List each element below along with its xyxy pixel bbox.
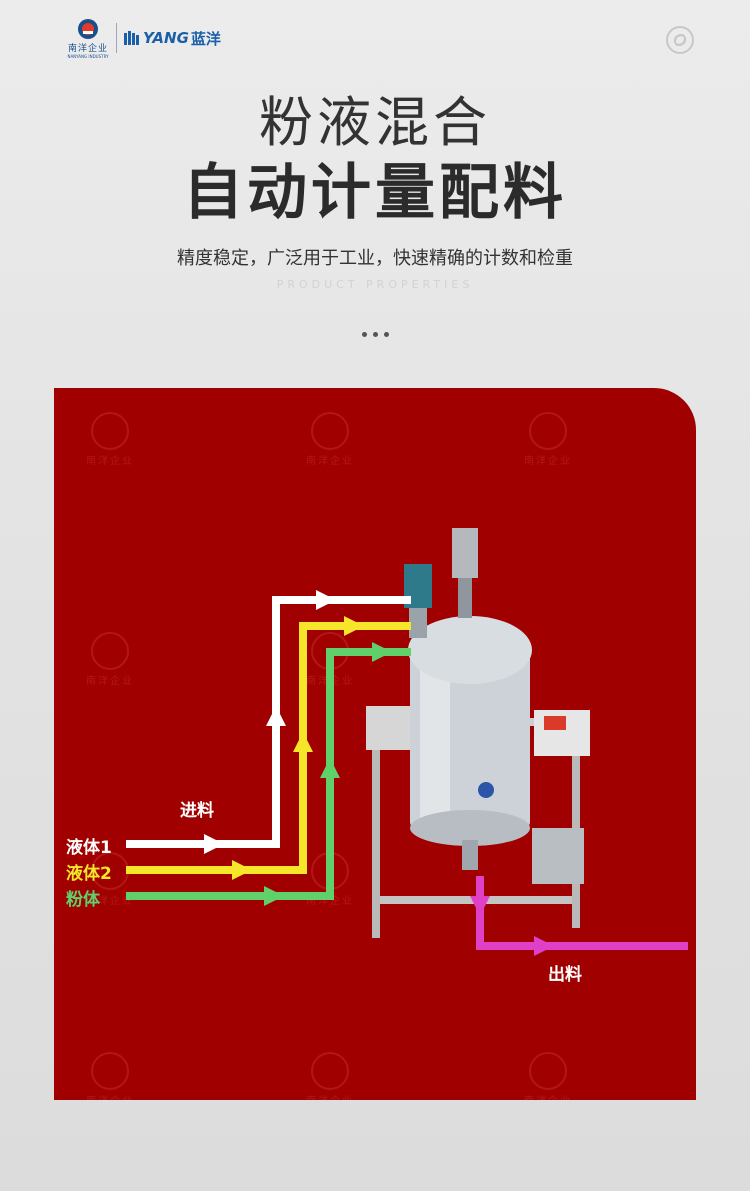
stream-label-liquid2: 液体2 bbox=[66, 864, 112, 884]
watermark: 南洋企业 bbox=[290, 1052, 370, 1100]
mixing-tank-machine-icon bbox=[366, 528, 590, 938]
watermark: 南洋企业 bbox=[290, 412, 370, 472]
process-diagram-panel: 南洋企业 南洋企业 南洋企业 南洋企业 南洋企业 南洋企业 南洋企业 南洋企业 … bbox=[54, 388, 696, 1100]
watermark: 南洋企业 bbox=[70, 1052, 150, 1100]
hero-title-line1: 粉液混合 bbox=[259, 91, 491, 154]
nanyang-logo: 南洋企业 NANYANG INDUSTRY bbox=[66, 18, 110, 59]
share-icon[interactable] bbox=[665, 25, 695, 55]
logo-text: 南洋企业 bbox=[67, 43, 108, 54]
brand-header: 南洋企业 NANYANG INDUSTRY YANG 蓝洋 bbox=[66, 18, 221, 59]
lanyang-logo: YANG 蓝洋 bbox=[123, 28, 221, 49]
hero-title-line2: 自动计量配料 bbox=[183, 158, 567, 228]
inputs-label: 进料 bbox=[180, 801, 214, 821]
logo2-latin: YANG bbox=[143, 29, 189, 47]
output-label: 出料 bbox=[548, 965, 582, 985]
watermark: 南洋企业 bbox=[508, 1052, 588, 1100]
stream-label-powder: 粉体 bbox=[66, 890, 100, 910]
watermark: 南洋企业 bbox=[70, 412, 150, 472]
watermark: 南洋企业 bbox=[70, 632, 150, 692]
flow-diagram bbox=[126, 528, 688, 956]
lanyang-mark-icon bbox=[124, 31, 139, 45]
logo-divider bbox=[116, 23, 117, 53]
hero-subtitle: 精度稳定，广泛用于工业，快速精确的计数和检重 bbox=[177, 248, 573, 269]
logo2-cn: 蓝洋 bbox=[190, 29, 221, 48]
hero-subtitle-en: PRODUCT PROPERTIES bbox=[276, 278, 474, 291]
dots-indicator bbox=[0, 322, 750, 341]
logo-subtext: NANYANG INDUSTRY bbox=[67, 53, 109, 59]
company-seal-icon bbox=[78, 18, 98, 39]
watermark: 南洋企业 bbox=[508, 412, 588, 472]
stream-label-liquid1: 液体1 bbox=[66, 838, 112, 858]
